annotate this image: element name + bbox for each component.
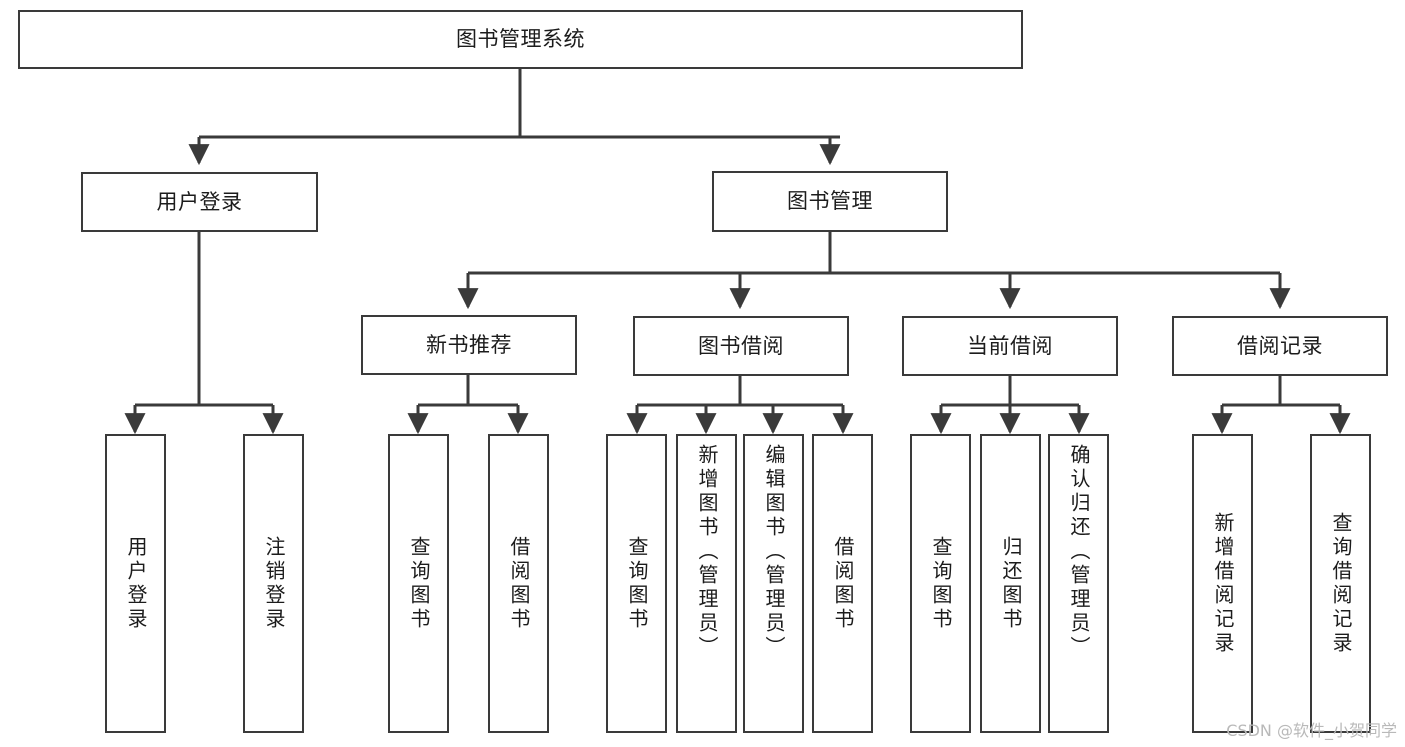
leaf-query-record[interactable]: 查询借阅记录 [1310,434,1371,733]
leaf-query-book-3[interactable]: 查询图书 [910,434,971,733]
watermark-text: CSDN @软件_小贺同学 [1226,721,1397,740]
leaf-confirm-return[interactable]: 确认归还（管理员） [1048,434,1109,733]
leaf-user-logout-label: 注销登录 [262,535,286,632]
leaf-query-book-2[interactable]: 查询图书 [606,434,667,733]
leaf-borrow-book-2[interactable]: 借阅图书 [812,434,873,733]
node-book-borrow-label: 图书借阅 [698,333,784,358]
leaf-query-book-2-label: 查询图书 [625,535,649,632]
leaf-borrow-book-2-label: 借阅图书 [831,535,855,632]
node-root[interactable]: 图书管理系统 [18,10,1023,69]
node-root-label: 图书管理系统 [456,27,585,52]
leaf-user-login-label: 用户登录 [124,535,148,632]
node-user-login-label: 用户登录 [156,189,243,214]
leaf-edit-book[interactable]: 编辑图书（管理员） [743,434,804,733]
leaf-add-book[interactable]: 新增图书（管理员） [676,434,737,733]
leaf-return-book-label: 归还图书 [999,535,1023,632]
leaf-borrow-book-1-label: 借阅图书 [507,535,531,632]
leaf-user-logout[interactable]: 注销登录 [243,434,304,733]
node-borrow-record-label: 借阅记录 [1237,333,1323,358]
node-user-login[interactable]: 用户登录 [81,172,318,232]
node-current-borrow-label: 当前借阅 [967,333,1053,358]
leaf-user-login[interactable]: 用户登录 [105,434,166,733]
node-new-book-recommend-label: 新书推荐 [426,332,512,357]
node-new-book-recommend[interactable]: 新书推荐 [361,315,577,375]
leaf-confirm-return-label: 确认归还（管理员） [1067,444,1091,660]
leaf-borrow-book-1[interactable]: 借阅图书 [488,434,549,733]
leaf-query-book-3-label: 查询图书 [929,535,953,632]
leaf-edit-book-label: 编辑图书（管理员） [762,444,786,660]
node-current-borrow[interactable]: 当前借阅 [902,316,1118,376]
node-book-borrow[interactable]: 图书借阅 [633,316,849,376]
node-borrow-record[interactable]: 借阅记录 [1172,316,1388,376]
leaf-query-book-1-label: 查询图书 [407,535,431,632]
leaf-add-record-label: 新增借阅记录 [1211,511,1235,656]
leaf-return-book[interactable]: 归还图书 [980,434,1041,733]
node-book-manage[interactable]: 图书管理 [712,171,948,232]
leaf-add-record[interactable]: 新增借阅记录 [1192,434,1253,733]
leaf-query-book-1[interactable]: 查询图书 [388,434,449,733]
node-book-manage-label: 图书管理 [787,189,873,214]
leaf-add-book-label: 新增图书（管理员） [695,444,719,660]
leaf-query-record-label: 查询借阅记录 [1329,511,1353,656]
